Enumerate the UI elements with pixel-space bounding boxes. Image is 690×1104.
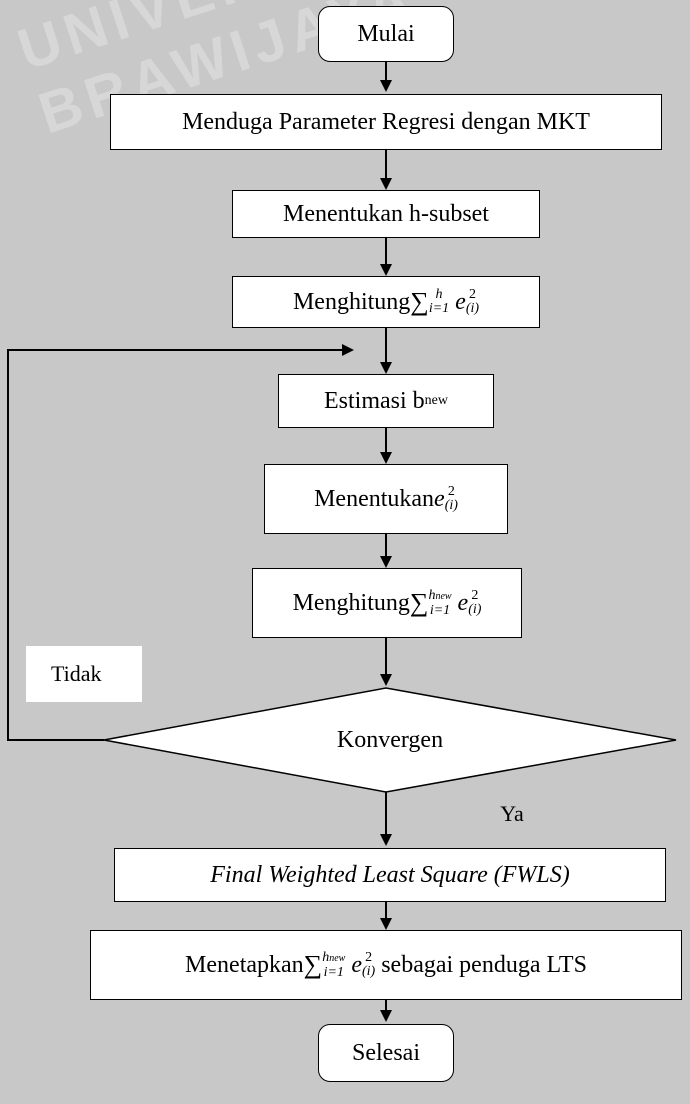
sum-hnew-prefix: Menghitung	[292, 589, 410, 616]
sum-h-operator: ∑	[410, 287, 429, 316]
estimasi-bnew-sub: new	[424, 393, 448, 408]
process-estimate-ols: Menduga Parameter Regresi dengan MKT	[110, 94, 662, 150]
decision-label: Konvergen	[104, 720, 676, 760]
determine-e-sub: (i)	[444, 498, 458, 513]
determine-e-sup: 2	[447, 484, 455, 499]
lts-sup: 2	[365, 950, 373, 965]
edge-label-yes-text: Ya	[500, 801, 524, 826]
sum-h-limits: h i=1	[429, 288, 449, 316]
sum-hnew-term-scripts: 2(i)	[468, 589, 481, 617]
sum-h-sub: (i)	[465, 301, 480, 316]
lts-lower: i=1	[323, 964, 344, 980]
lts-operator: ∑	[303, 950, 323, 979]
h-subset-label: Menentukan h-subset	[283, 200, 489, 227]
sum-hnew-sup: 2	[471, 588, 479, 603]
lts-term-scripts: 2(i)	[362, 951, 375, 979]
lts-upper-sub: new	[329, 952, 346, 964]
lts-upper: hnew	[322, 949, 346, 966]
edge-label-yes: Ya	[456, 796, 568, 832]
sum-hnew-sub: (i)	[468, 602, 482, 617]
sum-h-sup: 2	[468, 287, 476, 302]
decision-konvergen-shape	[103, 687, 677, 793]
loop-back-line	[7, 344, 354, 741]
start-label: Mulai	[357, 20, 415, 47]
sum-hnew-upper-sub: new	[435, 590, 452, 602]
sum-h-term: e	[455, 288, 466, 315]
lts-term: e	[351, 951, 362, 978]
determine-e-scripts: 2(i)	[445, 485, 458, 513]
fwls-label: Final Weighted Least Square (FWLS)	[210, 861, 570, 888]
lts-upper-h: h	[322, 949, 330, 965]
sum-hnew-limits: hnew i=1	[428, 587, 452, 618]
sum-h-upper: h	[435, 287, 443, 302]
edge-label-no: Tidak	[26, 646, 142, 702]
sum-hnew-upper: hnew	[428, 587, 452, 604]
sum-hnew-upper-h: h	[428, 587, 436, 603]
start-terminal: Mulai	[318, 6, 454, 62]
lts-sub: (i)	[361, 964, 376, 979]
sum-hnew-lower: i=1	[429, 602, 451, 618]
process-fwls: Final Weighted Least Square (FWLS)	[114, 848, 666, 902]
sum-hnew-operator: ∑	[409, 588, 429, 617]
end-label: Selesai	[352, 1039, 420, 1066]
sum-h-prefix: Menghitung	[292, 288, 411, 315]
estimate-ols-label: Menduga Parameter Regresi dengan MKT	[182, 108, 590, 135]
decision-konvergen-text: Konvergen	[336, 726, 444, 753]
lts-limits: hnew i=1	[322, 949, 346, 980]
end-terminal: Selesai	[318, 1024, 454, 1082]
lts-prefix: Menetapkan	[185, 951, 304, 978]
estimasi-bnew-prefix: Estimasi b	[324, 387, 425, 414]
edge-label-no-text: Tidak	[51, 661, 102, 686]
determine-e-prefix: Menentukan	[314, 485, 435, 512]
process-h-subset: Menentukan h-subset	[232, 190, 540, 238]
sum-h-term-scripts: 2(i)	[466, 288, 479, 316]
sum-hnew-term: e	[457, 589, 469, 616]
sum-h-lower: i=1	[428, 301, 450, 316]
determine-e-term: e	[434, 485, 445, 512]
lts-suffix: sebagai penduga LTS	[375, 951, 587, 978]
